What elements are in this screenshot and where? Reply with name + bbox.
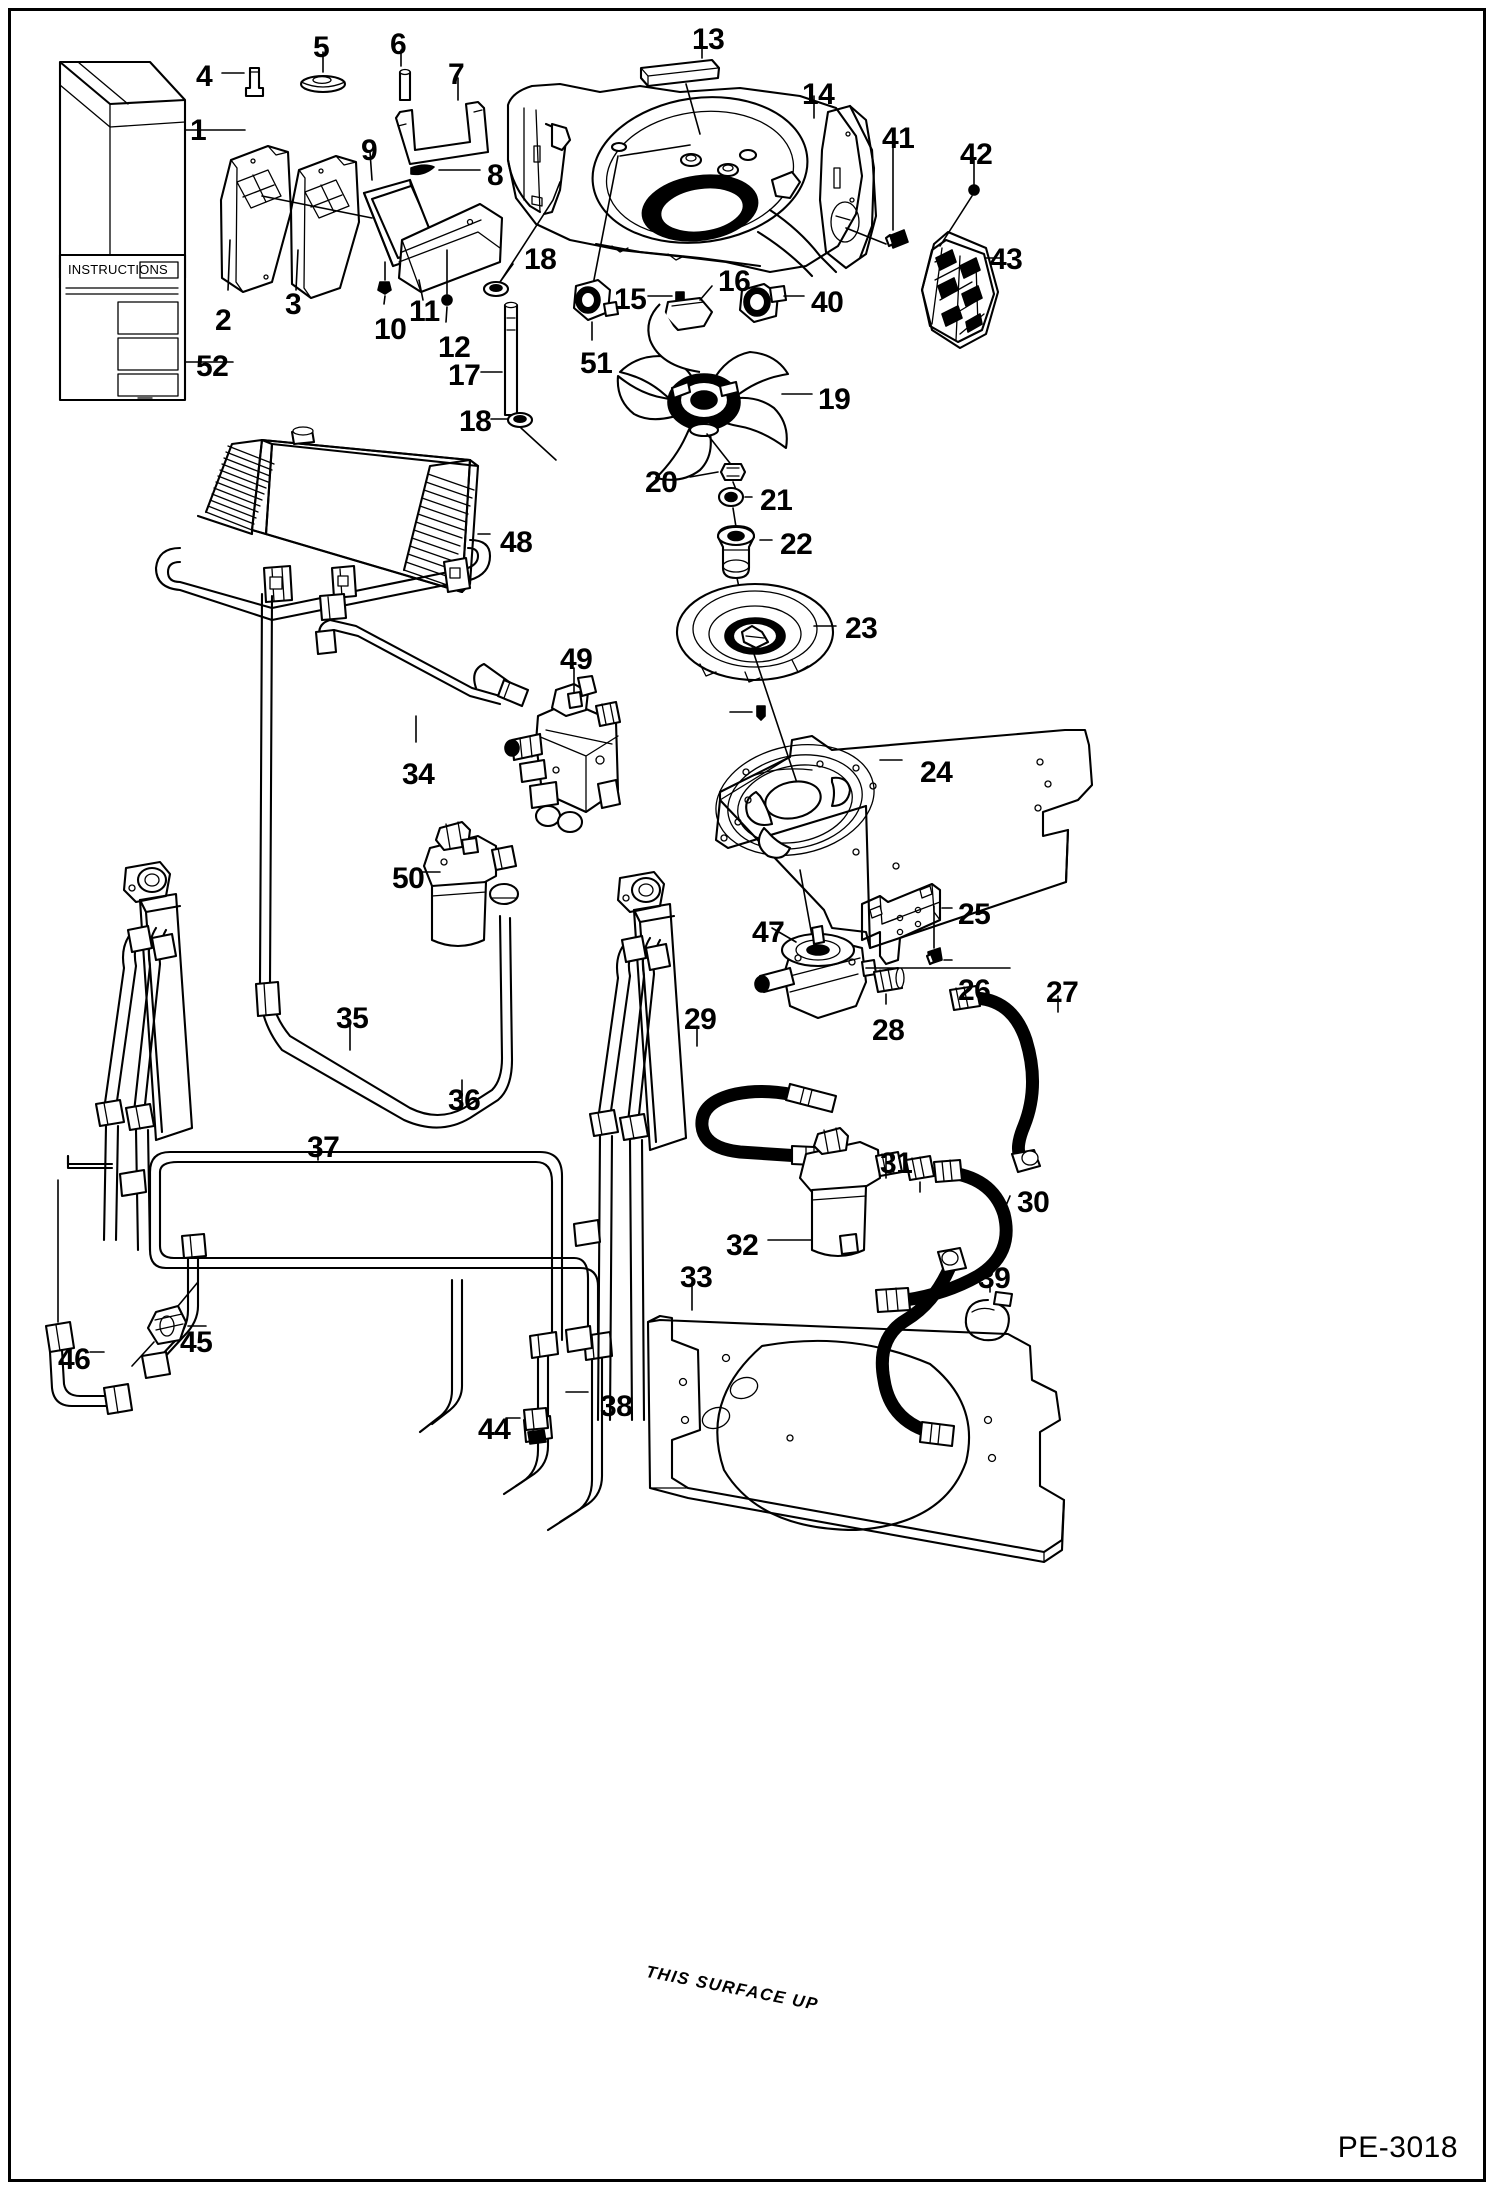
callout-38: 38 [600,1390,633,1423]
callout-9: 9 [361,134,378,167]
callout-5: 5 [313,31,330,64]
callout-33: 33 [680,1261,713,1294]
callout-29: 29 [684,1003,717,1036]
callout-21: 21 [760,484,793,517]
callout-6: 6 [390,28,407,61]
callout-4: 4 [196,60,213,93]
callout-36: 36 [448,1084,481,1117]
callout-50: 50 [392,862,425,895]
callout-27: 27 [1046,976,1079,1009]
callout-40: 40 [811,286,844,319]
callout-12: 12 [438,331,471,364]
callout-18: 18 [459,405,492,438]
callout-26: 26 [958,974,991,1007]
callout-3: 3 [285,288,302,321]
callout-49: 49 [560,643,593,676]
callout-41: 41 [882,122,915,155]
callout-30: 30 [1017,1186,1050,1219]
callout-31: 31 [880,1147,913,1180]
callout-35: 35 [336,1002,369,1035]
callout-34: 34 [402,758,435,791]
callout-25: 25 [958,898,991,931]
callout-28: 28 [872,1014,905,1047]
page-border [8,8,1486,2182]
callout-23: 23 [845,612,878,645]
callout-46: 46 [58,1343,91,1376]
callout-42: 42 [960,138,993,171]
callout-52: 52 [196,350,229,383]
callout-2: 2 [215,304,232,337]
callout-16: 16 [718,265,751,298]
callout-18: 18 [524,243,557,276]
callout-8: 8 [487,159,504,192]
callout-37: 37 [307,1131,340,1164]
callout-39: 39 [978,1262,1011,1295]
callout-48: 48 [500,526,533,559]
callout-11: 11 [409,295,440,328]
callout-45: 45 [180,1326,213,1359]
callout-19: 19 [818,383,851,416]
callout-14: 14 [802,78,835,111]
callout-22: 22 [780,528,813,561]
callout-1: 1 [190,114,207,147]
callout-44: 44 [478,1413,511,1446]
callout-15: 15 [614,283,647,316]
callout-24: 24 [920,756,953,789]
callout-20: 20 [645,466,678,499]
callout-7: 7 [448,58,465,91]
callout-51: 51 [580,347,613,380]
sheet-code: PE-3018 [1337,2131,1458,2164]
callout-32: 32 [726,1229,759,1262]
callout-47: 47 [752,916,785,949]
callout-43: 43 [990,243,1023,276]
callout-17: 17 [448,359,481,392]
callout-10: 10 [374,313,407,346]
callout-13: 13 [692,23,725,56]
instruction-sheet-title: INSTRUCTIONS [68,262,168,277]
